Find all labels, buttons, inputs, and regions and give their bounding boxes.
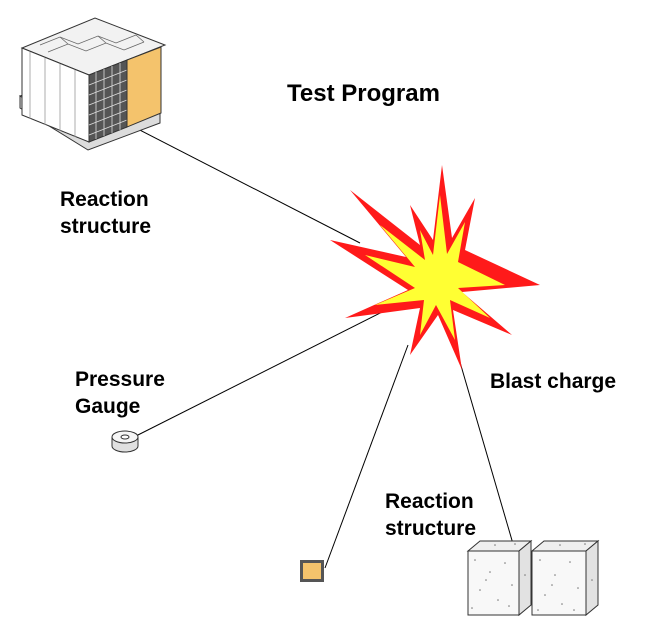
- label-reaction-structure-bottom: Reaction structure: [385, 488, 476, 542]
- label-line: structure: [60, 215, 152, 238]
- pressure-gauge-drawing: [111, 430, 139, 453]
- reaction-structure-bottom-drawing: [466, 539, 600, 617]
- line-to-small-sensor: [324, 344, 409, 569]
- label-pressure-gauge: Pressure Gauge: [75, 366, 165, 420]
- label-line: structure: [385, 517, 477, 540]
- label-line: Pressure: [75, 368, 165, 391]
- blast-charge-drawing: [330, 165, 540, 370]
- label-line: Reaction: [385, 490, 474, 513]
- label-blast-charge: Blast charge: [490, 370, 617, 393]
- reaction-structure-top-drawing: [18, 17, 167, 151]
- label-reaction-structure-top: Reaction structure: [60, 186, 151, 240]
- diagram-title: Test Program: [287, 80, 440, 107]
- small-sensor-drawing: [300, 560, 324, 582]
- line-to-reaction-structure-top: [129, 124, 361, 244]
- line-to-pressure-gauge: [127, 306, 393, 441]
- label-line: Gauge: [75, 395, 141, 418]
- label-line: Reaction: [60, 188, 149, 211]
